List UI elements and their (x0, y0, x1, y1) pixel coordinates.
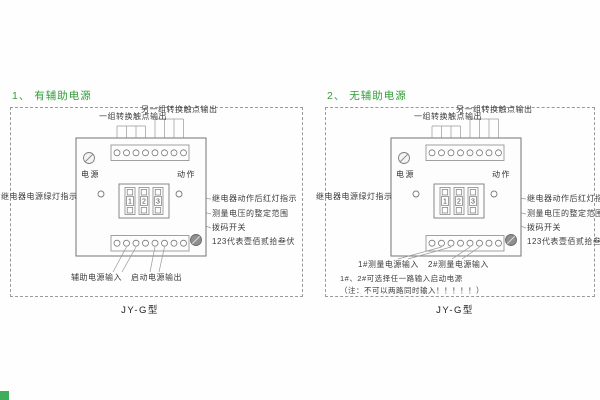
callout-123-volts-note: 123代表壹佰贰拾叁伏 (212, 237, 295, 246)
panel-title: 2、 无辅助电源 (327, 90, 407, 102)
dashed-frame: 一组转换触点输出 另一组转换触点输出 继电器电源绿灯指示 继电器动作后红灯指示 … (1, 105, 303, 297)
corner-mark (0, 391, 9, 400)
note-warning: （注：不可以两路同时输入！！！！！） (340, 286, 484, 295)
device-drawing (73, 118, 212, 273)
device-drawing (388, 118, 527, 260)
action-led-label: 动作 (177, 170, 196, 179)
callout-contact-group-2: 另一组转换触点输出 (456, 105, 533, 114)
leader-lines-bottom (397, 246, 480, 260)
callout-start-power-output: 启动电源输出 (131, 273, 182, 282)
callout-contact-group-2: 另一组转换触点输出 (141, 105, 218, 114)
callout-action-red-led: 继电器动作后红灯指示 (212, 194, 297, 203)
callout-power-green-led: 继电器电源绿灯指示 (316, 192, 393, 201)
callout-action-red-led: 继电器动作后红灯指示 (527, 194, 600, 203)
note-input-choice: 1#、2#可选择任一路输入启动电源 (340, 274, 463, 283)
callout-contact-group-1: 一组转换触点输出 (414, 112, 482, 121)
power-led-label: 电源 (81, 170, 100, 179)
callout-contact-group-1: 一组转换触点输出 (99, 112, 167, 121)
callout-dip-switch: 拨码开关 (527, 223, 561, 232)
panel-with-aux-power: 1、 有辅助电源 一组转换触点输出 另一组转换触点输出 继电器电源绿灯指示 继电… (1, 88, 310, 320)
dashed-frame: 一组转换触点输出 另一组转换触点输出 继电器电源绿灯指示 继电器动作后红灯指示 … (316, 105, 600, 297)
callout-measure-input-1: 1#测量电源输入 (358, 260, 419, 269)
callout-dip-switch: 拨码开关 (212, 223, 246, 232)
callout-power-green-led: 继电器电源绿灯指示 (1, 192, 78, 201)
callout-voltage-setting-range: 测量电压的整定范围 (527, 209, 600, 218)
model-caption: JY-G型 (121, 305, 159, 316)
model-caption: JY-G型 (436, 305, 474, 316)
action-led-label: 动作 (492, 170, 511, 179)
panel-title: 1、 有辅助电源 (12, 90, 92, 102)
leader-lines-bottom (112, 246, 165, 273)
callout-voltage-setting-range: 测量电压的整定范围 (212, 209, 289, 218)
power-led-label: 电源 (396, 170, 415, 179)
callout-123-volts-note: 123代表壹佰贰拾叁伏 (527, 237, 600, 246)
callout-measure-input-2: 2#测量电源输入 (428, 260, 489, 269)
panel-without-aux-power: 2、 无辅助电源 一组转换触点输出 另一组转换触点输出 继电器电源绿灯指示 继电… (316, 88, 600, 320)
callout-aux-power-input: 辅助电源输入 (71, 273, 122, 282)
